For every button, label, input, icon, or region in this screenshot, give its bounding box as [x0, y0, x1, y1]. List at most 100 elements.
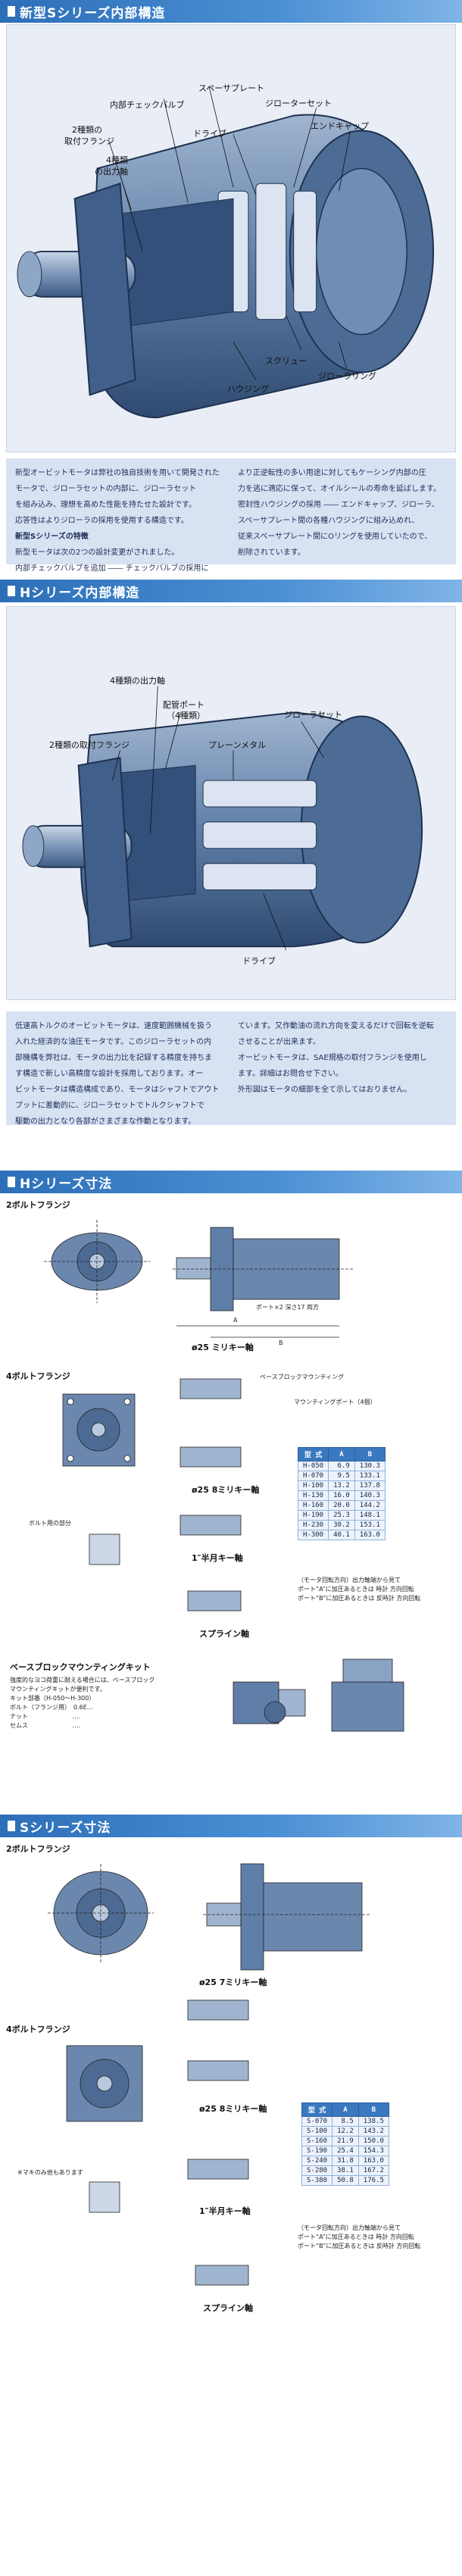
- h-text-left-3: 部機構を弊社は、モータの出力比を記録する精度を持ちま: [15, 1054, 212, 1062]
- callout-shaft4b: の出力軸: [95, 167, 128, 177]
- s-label-2bolt: 2ボルトフランジ: [6, 1844, 70, 1854]
- s-label-key-shaft: ø25 7ミリキー軸: [199, 1977, 267, 1987]
- section-marker-icon: [8, 586, 15, 596]
- h-mount-note: マウンティングポート（4個）: [294, 1399, 376, 1405]
- s-text-right-6: 削除されています。: [238, 549, 305, 557]
- h-kit-note-2: マウンティングキットが便利です。: [10, 1686, 106, 1693]
- callout-gerotor-set: ジローターセット: [265, 98, 332, 108]
- table-cell: S-280: [301, 2165, 333, 2176]
- table-cell: H-100: [297, 1480, 329, 1491]
- s-text-right-4: スペーサプレート間の各種ハウジングに組み込めれ、: [238, 517, 420, 525]
- table-cell: 133.1: [354, 1471, 386, 1481]
- s-text-left-4: 応答性はよりジローラの採用を使用する構造です。: [15, 517, 189, 525]
- table-cell: H-300: [297, 1530, 329, 1540]
- h-text-left-4: す構造で新しい高精度な設計を採用しております。オー: [15, 1070, 204, 1078]
- section-marker-icon: [8, 1177, 15, 1187]
- table-cell: 8.5: [332, 2116, 359, 2127]
- h-dimension-sheet: [44, 1220, 404, 1732]
- s-motor-cutaway-drawing: [17, 86, 435, 419]
- s-text-left-2: モータで、ジローラセットの内部に、ジローラセット: [15, 485, 197, 493]
- h-table-header-cell: A: [328, 1447, 355, 1462]
- h-text-left-2: 入れた経済的な油圧モータです。このジローラセットの内: [15, 1038, 211, 1046]
- s-label-inch-key: 1″半月キー軸: [199, 2206, 251, 2216]
- s-table-header-cell: 型 式: [301, 2102, 333, 2117]
- s-label-spline: スプライン軸: [203, 2303, 253, 2313]
- s-text-left-1: 新型オービットモータは弊社の独自技術を用いて開発された: [15, 469, 220, 477]
- section-marker-icon: [8, 6, 15, 17]
- table-cell: H-050: [297, 1461, 329, 1471]
- table-cell: 25.4: [332, 2146, 359, 2156]
- table-cell: S-190: [301, 2146, 333, 2156]
- table-cell: 137.8: [354, 1480, 386, 1491]
- callout-spacer-plate: スペーサプレート: [198, 83, 265, 93]
- s-text-right-5: 従来スペーサプレート間にOリングを使用していたので、: [238, 533, 432, 541]
- s-text-right-1: より正逆転性の多い用途に対してもケーシング内部の圧: [238, 469, 426, 477]
- h-kit-note-4: ボルト（フランジ用） 0.6E…: [10, 1704, 93, 1711]
- table-cell: 31.8: [332, 2156, 359, 2166]
- h-text-right-5: 外形図はモータの細部を全て示してはおりません。: [238, 1086, 412, 1094]
- h-dimension-drawings: 2ボルトフランジ 4ボルトフランジ ø25 ミリキー軸 ø25 8ミリキー軸 1…: [6, 1197, 456, 1788]
- table-cell: 140.3: [354, 1490, 386, 1501]
- callout-shaft4: 4種類: [106, 155, 128, 165]
- h-text-left-7: 駆動の出力となり各部がさまざまな作動となります。: [15, 1118, 196, 1126]
- table-cell: S-070: [301, 2116, 333, 2127]
- s-text-left-3: を組み込み、理想を高めた性能を持たせた設計です。: [15, 501, 196, 509]
- section-header-s-internal: 新型Sシリーズ内部構造: [0, 0, 462, 23]
- callout-flange2: 2種類の: [72, 125, 102, 135]
- h-label-2bolt: 2ボルトフランジ: [6, 1200, 70, 1210]
- h-text-right-2: させることが出来ます。: [238, 1038, 320, 1046]
- table-cell: 154.3: [357, 2146, 389, 2156]
- h-kit-note-3: キット部番（H-050～H-300）: [10, 1695, 95, 1702]
- table-cell: 25.3: [328, 1510, 355, 1521]
- section-header-h-internal: Hシリーズ内部構造: [0, 580, 462, 602]
- h-text-right-3: オービットモータは、SAE規格の取付フランジを使用し: [238, 1054, 427, 1062]
- h-label-key-shaft: ø25 ミリキー軸: [192, 1343, 254, 1352]
- h-label-key-shaft2: ø25 8ミリキー軸: [192, 1485, 260, 1495]
- h-bolt-note: ボルト用の部分: [29, 1520, 71, 1527]
- table-cell: 144.2: [354, 1500, 386, 1511]
- table-cell: 167.2: [357, 2165, 389, 2176]
- table-cell: 148.1: [354, 1510, 386, 1521]
- section-header-s-dims: Sシリーズ寸法: [0, 1815, 462, 1837]
- h-text-right-1: ています。又作動油の流れ方向を変えるだけで回転を逆転: [238, 1022, 434, 1030]
- s-rotation-note-1: （モータ回転方向）出力軸端から見て: [298, 2224, 401, 2231]
- s-dimension-drawings: 2ボルトフランジ 4ボルトフランジ ø25 7ミリキー軸 ø25 8ミリキー軸 …: [6, 1841, 456, 2371]
- section-title: Hシリーズ内部構造: [20, 585, 140, 601]
- callout-h-port: 配管ポート: [163, 700, 204, 710]
- callout-screw: スクリュー: [265, 356, 307, 366]
- table-cell: 13.2: [328, 1480, 355, 1491]
- s-rotation-note: （モータ回転方向）出力軸端から見て ポート“A”に加圧あるときは 時計 方向回転…: [298, 2224, 449, 2251]
- callout-h-bearing: プレーンメタル: [208, 740, 267, 750]
- callout-h-drive: ドライブ: [242, 956, 276, 966]
- table-cell: H-130: [297, 1490, 329, 1501]
- h-text-left-1: 低速高トルクのオービットモータは、速度範囲機械を扱う: [15, 1022, 212, 1030]
- s-features-title: 新型Sシリーズの特徴: [15, 533, 89, 541]
- table-cell: 163.0: [354, 1530, 386, 1540]
- table-cell: 176.5: [357, 2175, 389, 2186]
- callout-gerotor-ring: ジローラリング: [318, 371, 376, 381]
- h-table-header-cell: 型 式: [297, 1447, 329, 1462]
- table-cell: H-190: [297, 1510, 329, 1521]
- s-feature-2: 内部チェックバルブを追加 ―― チェックバルブの採用に: [15, 564, 209, 573]
- callout-h-port2: （4種類）: [167, 711, 205, 721]
- table-cell: 38.1: [332, 2165, 359, 2176]
- table-cell: 50.8: [332, 2175, 359, 2186]
- h-series-cutaway-illustration: [6, 606, 456, 1000]
- h-kit-note-5: ナット ‥‥: [10, 1713, 81, 1720]
- h-text-left-5: ビットモータは構造構成であり、モータはシャフトでアウト: [15, 1086, 220, 1094]
- h-rotation-note-1: （モータ回転方向）出力軸端から見て: [298, 1577, 401, 1583]
- h-table-header-cell: B: [354, 1447, 386, 1462]
- h-label-base-block: ベースブロックマウンティングキット: [10, 1662, 151, 1672]
- section-title: 新型Sシリーズ内部構造: [20, 5, 166, 21]
- table-cell: 9.5: [328, 1471, 355, 1481]
